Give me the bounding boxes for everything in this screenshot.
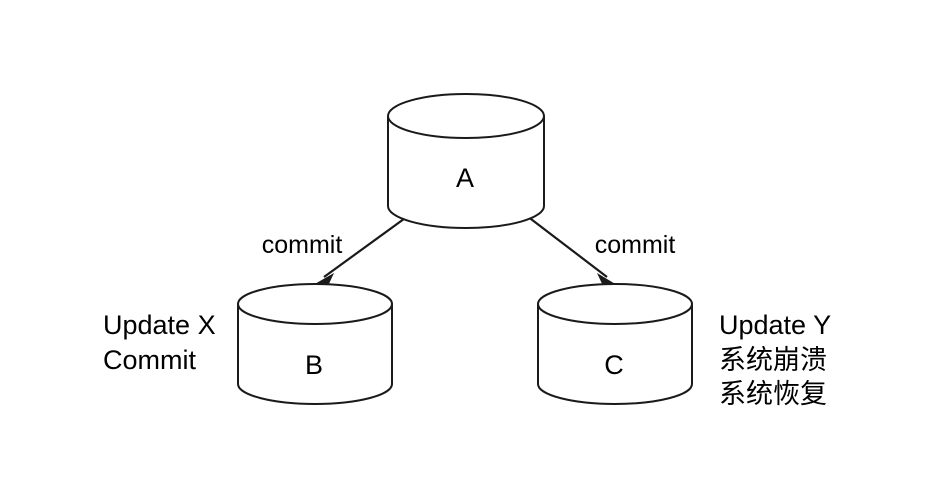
edge-a-to-c-line — [526, 215, 608, 278]
annotation-left-line-2: Commit — [103, 345, 196, 375]
node-c-label: C — [604, 350, 624, 380]
node-c-cylinder-top — [537, 283, 693, 325]
node-c[interactable]: C — [537, 283, 693, 405]
node-a[interactable]: A — [387, 93, 545, 229]
node-a-label: A — [456, 163, 474, 193]
edge-a-to-b-label: commit — [262, 231, 343, 259]
annotation-right-line-3: 系统恢复 — [719, 379, 827, 409]
edge-a-to-b-line — [323, 215, 409, 278]
annotation-left: Update X Commit — [103, 310, 216, 375]
edge-a-to-b: commit — [262, 215, 409, 288]
annotation-right-line-2: 系统崩溃 — [719, 345, 827, 375]
node-b-cylinder-body — [237, 303, 393, 405]
node-c-cylinder-body — [537, 303, 693, 405]
annotation-right-line-1: Update Y — [719, 310, 831, 340]
annotation-right: Update Y 系统崩溃 系统恢复 — [719, 310, 831, 409]
node-b-cylinder-top — [237, 283, 393, 325]
edge-a-to-c: commit — [526, 215, 676, 288]
node-a-cylinder-top — [387, 93, 545, 139]
node-b-label: B — [305, 350, 323, 380]
edge-a-to-c-label: commit — [595, 231, 676, 259]
node-a-cylinder-body — [387, 115, 545, 229]
annotation-left-line-1: Update X — [103, 310, 216, 340]
node-b[interactable]: B — [237, 283, 393, 405]
